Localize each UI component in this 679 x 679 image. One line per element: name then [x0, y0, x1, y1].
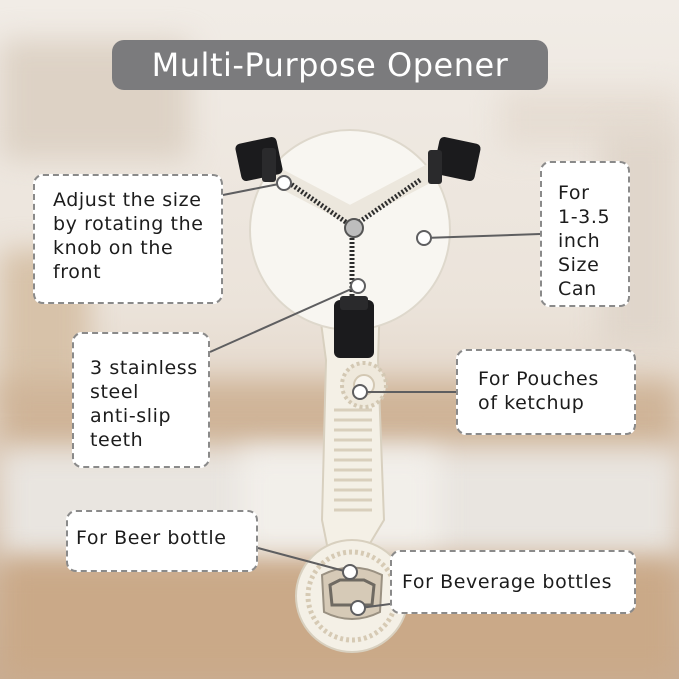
callout-adjust-size: Adjust the size by rotating the knob on … [33, 174, 223, 304]
callout-pouches: For Pouches of ketchup [456, 349, 636, 435]
callout-beverage-bottles: For Beverage bottles [390, 550, 636, 614]
callout-beer-bottle: For Beer bottle [66, 510, 258, 572]
callout-dots [276, 175, 432, 616]
knob-bottom [334, 296, 374, 358]
handle-ribs [334, 408, 372, 512]
callout-steel-teeth: 3 stainless steel anti-slip teeth [72, 332, 210, 468]
knob-left [235, 136, 283, 182]
page-title: Multi-Purpose Opener [112, 40, 548, 90]
center-screw [344, 218, 364, 238]
callout-can-size: For 1-3.5 inch Size Can [540, 161, 630, 307]
spring-arms [283, 177, 422, 300]
knob-right [428, 136, 481, 184]
